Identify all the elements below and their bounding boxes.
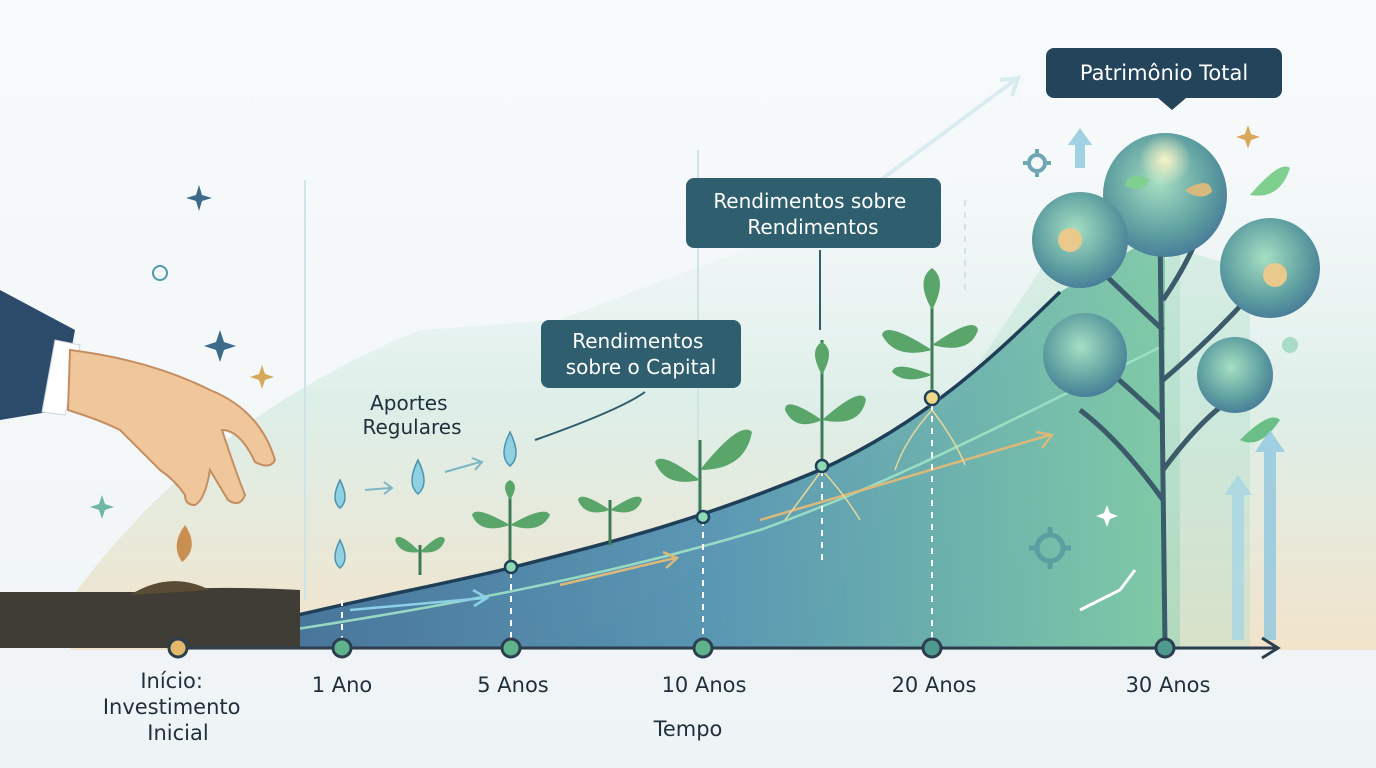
water-drop-icon xyxy=(334,538,346,569)
seed-icon xyxy=(176,525,192,562)
axis-arrow-icon xyxy=(1261,636,1281,660)
flow-arrows xyxy=(349,430,1055,612)
water-drop-icon xyxy=(334,478,346,509)
axis-labels: Início: Investimento Inicial 1 Ano 5 Ano… xyxy=(103,669,1211,745)
callout-box xyxy=(686,178,941,248)
callout-box xyxy=(541,320,741,388)
curve-nodes xyxy=(503,388,942,575)
curve-node xyxy=(814,458,830,474)
sprouts xyxy=(395,268,978,575)
callout-pointer xyxy=(534,391,646,441)
axis-nodes xyxy=(167,637,1176,659)
sparkle-icon xyxy=(250,365,274,389)
soil-mound xyxy=(130,581,210,595)
axis-node xyxy=(921,637,943,659)
callout-box xyxy=(1046,48,1282,98)
up-arrow-icon xyxy=(999,75,1021,97)
axis-node xyxy=(1154,637,1176,659)
tree-icon xyxy=(1032,133,1320,646)
growth-curve xyxy=(177,290,1062,649)
axis-label-20-anos: 20 Anos xyxy=(892,673,977,697)
decorations xyxy=(90,125,1298,640)
axis-node xyxy=(500,637,522,659)
sparkle-icon xyxy=(1236,125,1260,149)
sprout-icon xyxy=(578,496,642,545)
drop-arrows xyxy=(364,457,484,495)
axis-node xyxy=(692,637,714,659)
axis-node-start xyxy=(167,637,189,659)
growth-area xyxy=(178,230,1165,647)
axis-label-5-anos: 5 Anos xyxy=(477,673,549,697)
callout-capital: Rendimentos sobre o Capital xyxy=(534,320,741,441)
up-arrow-icon xyxy=(1068,128,1092,168)
curve-node xyxy=(923,389,941,407)
sparkle-icon xyxy=(1096,505,1118,527)
axis-label-30-anos: 30 Anos xyxy=(1126,673,1211,697)
up-arrow-icon xyxy=(1255,430,1285,640)
hand-icon xyxy=(0,290,277,507)
sparkle-icon xyxy=(90,495,114,519)
callout-text: Patrimônio Total xyxy=(1080,61,1248,85)
aportes-label: Aportes Regulares xyxy=(363,391,462,439)
circle-ornament xyxy=(152,265,168,281)
callout-patrimonio: Patrimônio Total xyxy=(1046,48,1282,110)
water-drops xyxy=(334,430,517,569)
callout-text: Rendimentos sobre Rendimentos xyxy=(713,189,912,239)
axis-label-1-ano: 1 Ano xyxy=(312,673,373,697)
up-arrow-icon xyxy=(1224,475,1252,640)
callout-rendimentos: Rendimentos sobre Rendimentos xyxy=(686,178,941,330)
water-drop-icon xyxy=(503,430,517,467)
growth-curve-highlight xyxy=(177,343,1166,649)
axis-label-start: Início: Investimento Inicial xyxy=(103,669,247,745)
gear-icon xyxy=(1029,527,1071,569)
circle-ornament xyxy=(1282,337,1298,353)
sprout-icon xyxy=(472,480,550,565)
sparkle-icon xyxy=(204,330,236,362)
sprout-icon xyxy=(882,268,978,471)
sprout-icon xyxy=(655,429,752,515)
curve-node xyxy=(503,559,519,575)
sparkle-icon xyxy=(186,185,212,211)
callout-pointer xyxy=(1158,98,1186,110)
node-guides xyxy=(341,404,933,640)
sprout-icon xyxy=(395,536,445,575)
axis-label-10-anos: 10 Anos xyxy=(662,673,747,697)
sprout-icon xyxy=(784,340,866,521)
water-drop-icon xyxy=(411,458,425,495)
axis-title: Tempo xyxy=(653,717,723,741)
callout-text: Rendimentos sobre o Capital xyxy=(566,329,717,379)
curve-node xyxy=(695,509,711,525)
soil xyxy=(0,587,300,648)
mini-chart-line xyxy=(1079,569,1137,612)
gear-icon xyxy=(1023,149,1051,177)
axis-node xyxy=(331,637,353,659)
